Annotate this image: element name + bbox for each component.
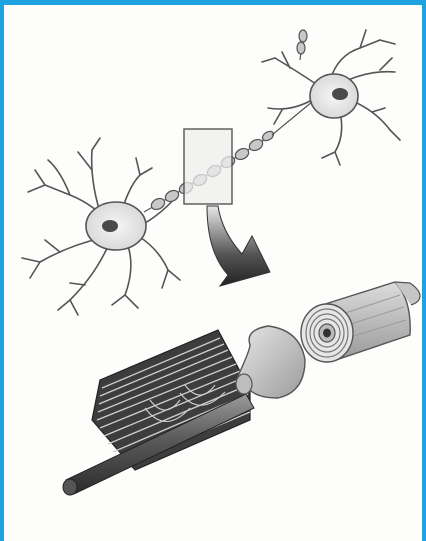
myelin-cylinder-cross-section [301, 282, 420, 362]
neuron-left-nucleus [102, 220, 118, 232]
zoom-window [184, 129, 232, 204]
neuron-right-nucleus [332, 88, 348, 100]
node-bulb [236, 326, 305, 398]
magnify-arrow [207, 206, 270, 286]
myelin-sheath-wrap [92, 330, 250, 470]
axon-core-end [63, 479, 77, 495]
